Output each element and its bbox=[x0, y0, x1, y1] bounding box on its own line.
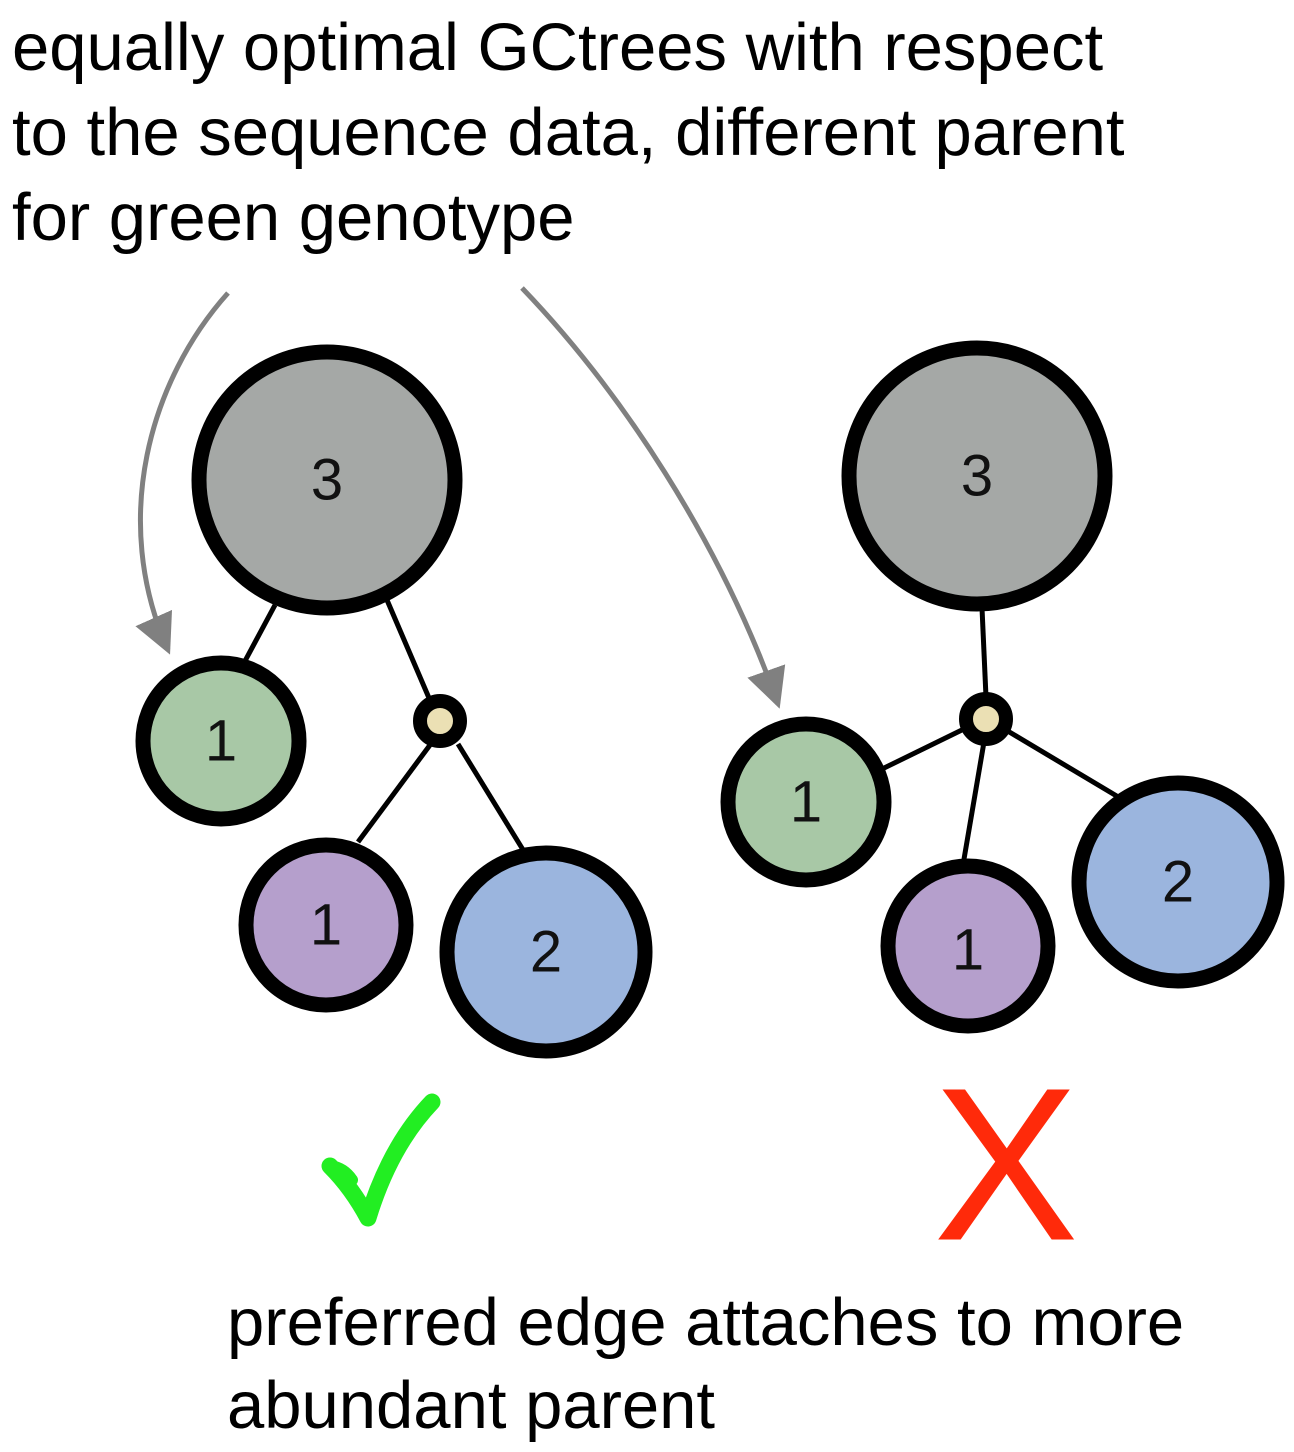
left-root-count: 3 bbox=[311, 448, 343, 513]
right-edge-root-inner bbox=[979, 607, 989, 698]
left-tree: 3 1 1 2 bbox=[135, 344, 653, 1227]
right-edge-inner-blue bbox=[1004, 727, 1122, 801]
right-edge-inner-green bbox=[878, 724, 970, 773]
top-caption-line-3: for green genotype bbox=[12, 180, 574, 255]
left-purple-count: 1 bbox=[310, 893, 342, 958]
left-edge-root-inner bbox=[384, 599, 435, 706]
right-tree: 3 1 1 2 X bbox=[720, 340, 1285, 1287]
right-green-node bbox=[720, 716, 892, 888]
top-caption: equally optimal GCtrees with respect to … bbox=[12, 10, 1125, 255]
right-inner-node bbox=[959, 692, 1013, 746]
right-blue-node bbox=[1071, 775, 1285, 989]
left-inner-node bbox=[413, 694, 467, 748]
left-root-node bbox=[191, 344, 463, 616]
right-blue-count: 2 bbox=[1162, 850, 1194, 915]
right-purple-count: 1 bbox=[952, 918, 984, 983]
left-blue-node bbox=[439, 845, 653, 1059]
left-edge-inner-purple bbox=[355, 743, 433, 844]
left-blue-count: 2 bbox=[530, 920, 562, 985]
left-green-count: 1 bbox=[205, 709, 237, 774]
top-caption-line-2: to the sequence data, different parent bbox=[12, 95, 1125, 170]
right-green-count: 1 bbox=[790, 770, 822, 835]
right-root-count: 3 bbox=[961, 444, 993, 509]
top-caption-line-1: equally optimal GCtrees with respect bbox=[12, 10, 1103, 85]
left-verdict-check-mark bbox=[321, 1093, 441, 1227]
arrow-to-right-green-node bbox=[520, 286, 786, 709]
left-edge-root-green bbox=[242, 603, 278, 663]
bottom-caption: preferred edge attaches to more abundant… bbox=[227, 1285, 1184, 1443]
left-purple-node bbox=[238, 837, 414, 1013]
right-root-node bbox=[841, 340, 1113, 612]
bottom-caption-line-2: abundant parent bbox=[227, 1368, 715, 1443]
arrow-to-left-green-node bbox=[135, 291, 230, 655]
left-green-node bbox=[135, 655, 307, 827]
right-edge-inner-purple bbox=[960, 741, 987, 866]
right-purple-node bbox=[880, 858, 1056, 1034]
right-verdict-cross-mark: X bbox=[933, 1044, 1078, 1287]
left-edge-inner-blue bbox=[455, 742, 528, 855]
bottom-caption-line-1: preferred edge attaches to more bbox=[227, 1285, 1184, 1360]
